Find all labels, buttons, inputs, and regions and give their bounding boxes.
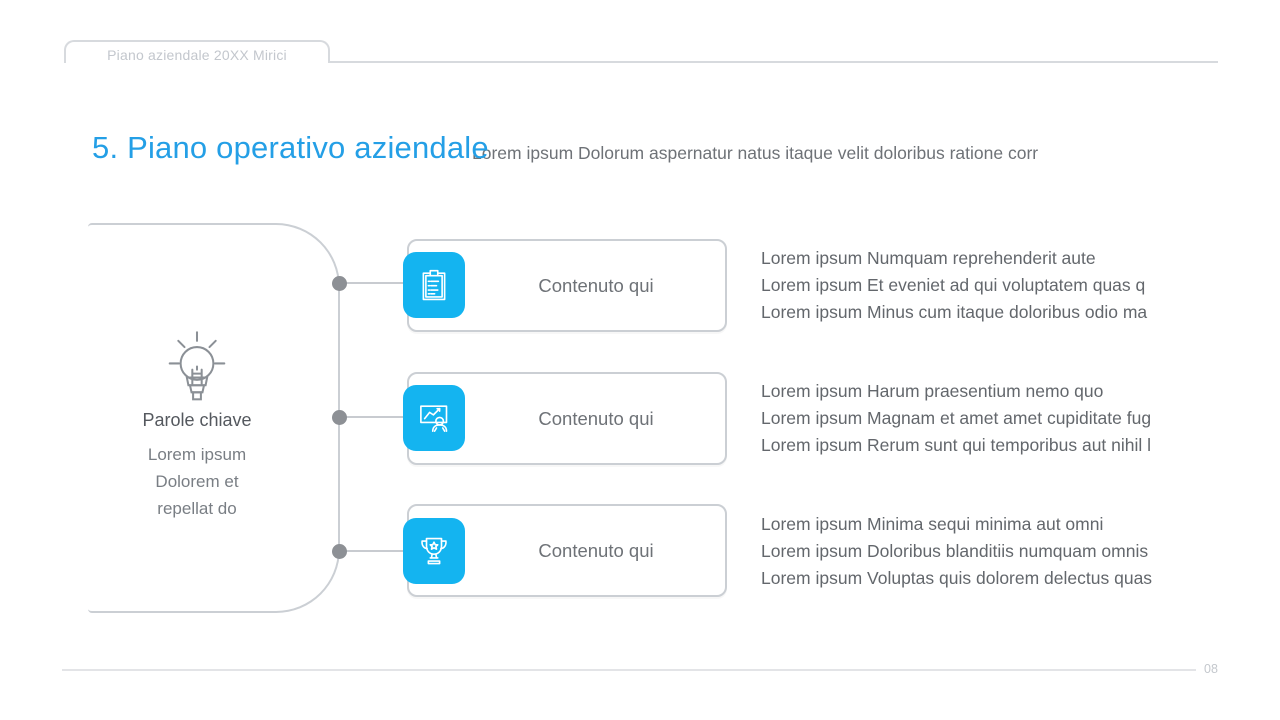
keywords-line: repellat do <box>157 499 237 518</box>
presentation-icon <box>403 385 465 451</box>
description-line: Lorem ipsum Rerum sunt qui temporibus au… <box>761 435 1152 455</box>
header-tab-label: Piano aziendale 20XX Mirici <box>107 46 287 63</box>
description-line: Lorem ipsum Et eveniet ad qui voluptatem… <box>761 275 1146 295</box>
description-line: Lorem ipsum Doloribus blanditiis numquam… <box>761 541 1149 561</box>
keywords-title: Parole chiave <box>142 410 252 430</box>
content-card-1-label-area: Contenuto qui <box>465 239 727 332</box>
connector-line-3 <box>340 550 410 552</box>
header-rule <box>328 61 1218 63</box>
lightbulb-icon <box>158 326 236 402</box>
card-label: Contenuto qui <box>538 274 654 296</box>
card-label: Contenuto qui <box>538 407 654 429</box>
description-line: Lorem ipsum Numquam reprehenderit aute <box>761 248 1096 268</box>
description-block-3: Lorem ipsum Minima sequi minima aut omni… <box>761 511 1241 592</box>
trophy-icon <box>403 518 465 584</box>
keywords-line: Dolorem et <box>155 472 239 491</box>
timeline-dot-2 <box>332 410 347 425</box>
description-line: Lorem ipsum Magnam et amet amet cupidita… <box>761 408 1152 428</box>
description-line: Lorem ipsum Minima sequi minima aut omni <box>761 514 1104 534</box>
connector-line-2 <box>340 416 410 418</box>
timeline-dot-3 <box>332 544 347 559</box>
description-block-2: Lorem ipsum Harum praesentium nemo quo L… <box>761 378 1241 459</box>
description-line: Lorem ipsum Minus cum itaque doloribus o… <box>761 302 1148 322</box>
description-line: Lorem ipsum Voluptas quis dolorem delect… <box>761 568 1153 588</box>
page-title: 5. Piano operativo aziendale <box>92 130 489 165</box>
card-label: Contenuto qui <box>538 539 654 561</box>
connector-line-1 <box>340 282 410 284</box>
clipboard-icon <box>403 252 465 318</box>
keywords-panel: Parole chiave Lorem ipsum Dolorem et rep… <box>117 410 277 522</box>
content-card-3 <box>407 504 727 597</box>
page-number: 08 <box>1204 662 1218 676</box>
page-subtitle: Lorem ipsum Dolorum aspernatur natus ita… <box>472 143 1039 163</box>
keywords-line: Lorem ipsum <box>147 445 247 464</box>
description-block-1: Lorem ipsum Numquam reprehenderit aute L… <box>761 245 1241 326</box>
description-line: Lorem ipsum Harum praesentium nemo quo <box>761 381 1104 401</box>
header-tab: Piano aziendale 20XX Mirici <box>64 40 330 63</box>
content-card-2-label-area: Contenuto qui <box>465 372 727 465</box>
footer-rule <box>62 669 1196 671</box>
timeline-dot-1 <box>332 276 347 291</box>
content-card-3-label-area: Contenuto qui <box>465 504 727 597</box>
